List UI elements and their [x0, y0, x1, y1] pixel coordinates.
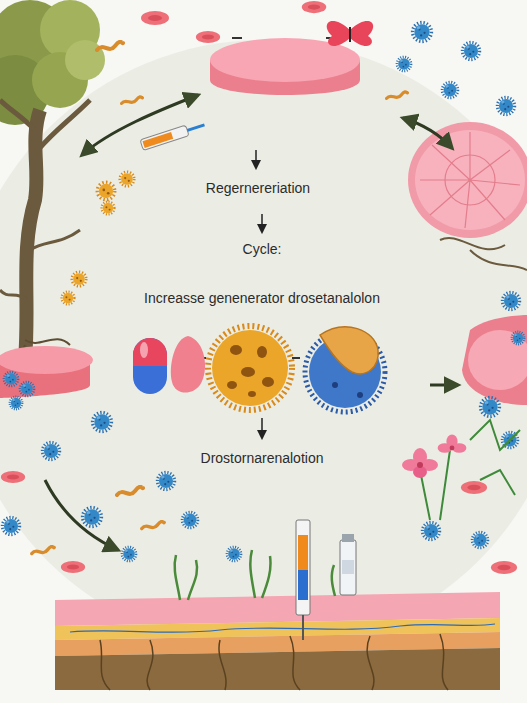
label-text: Cycle:	[241, 240, 284, 258]
label-text: Regernereriation	[204, 179, 312, 197]
label-text: Increasse genenerator drosetanalolon	[142, 289, 382, 307]
label-text: Drostornarenalotion	[199, 449, 326, 467]
